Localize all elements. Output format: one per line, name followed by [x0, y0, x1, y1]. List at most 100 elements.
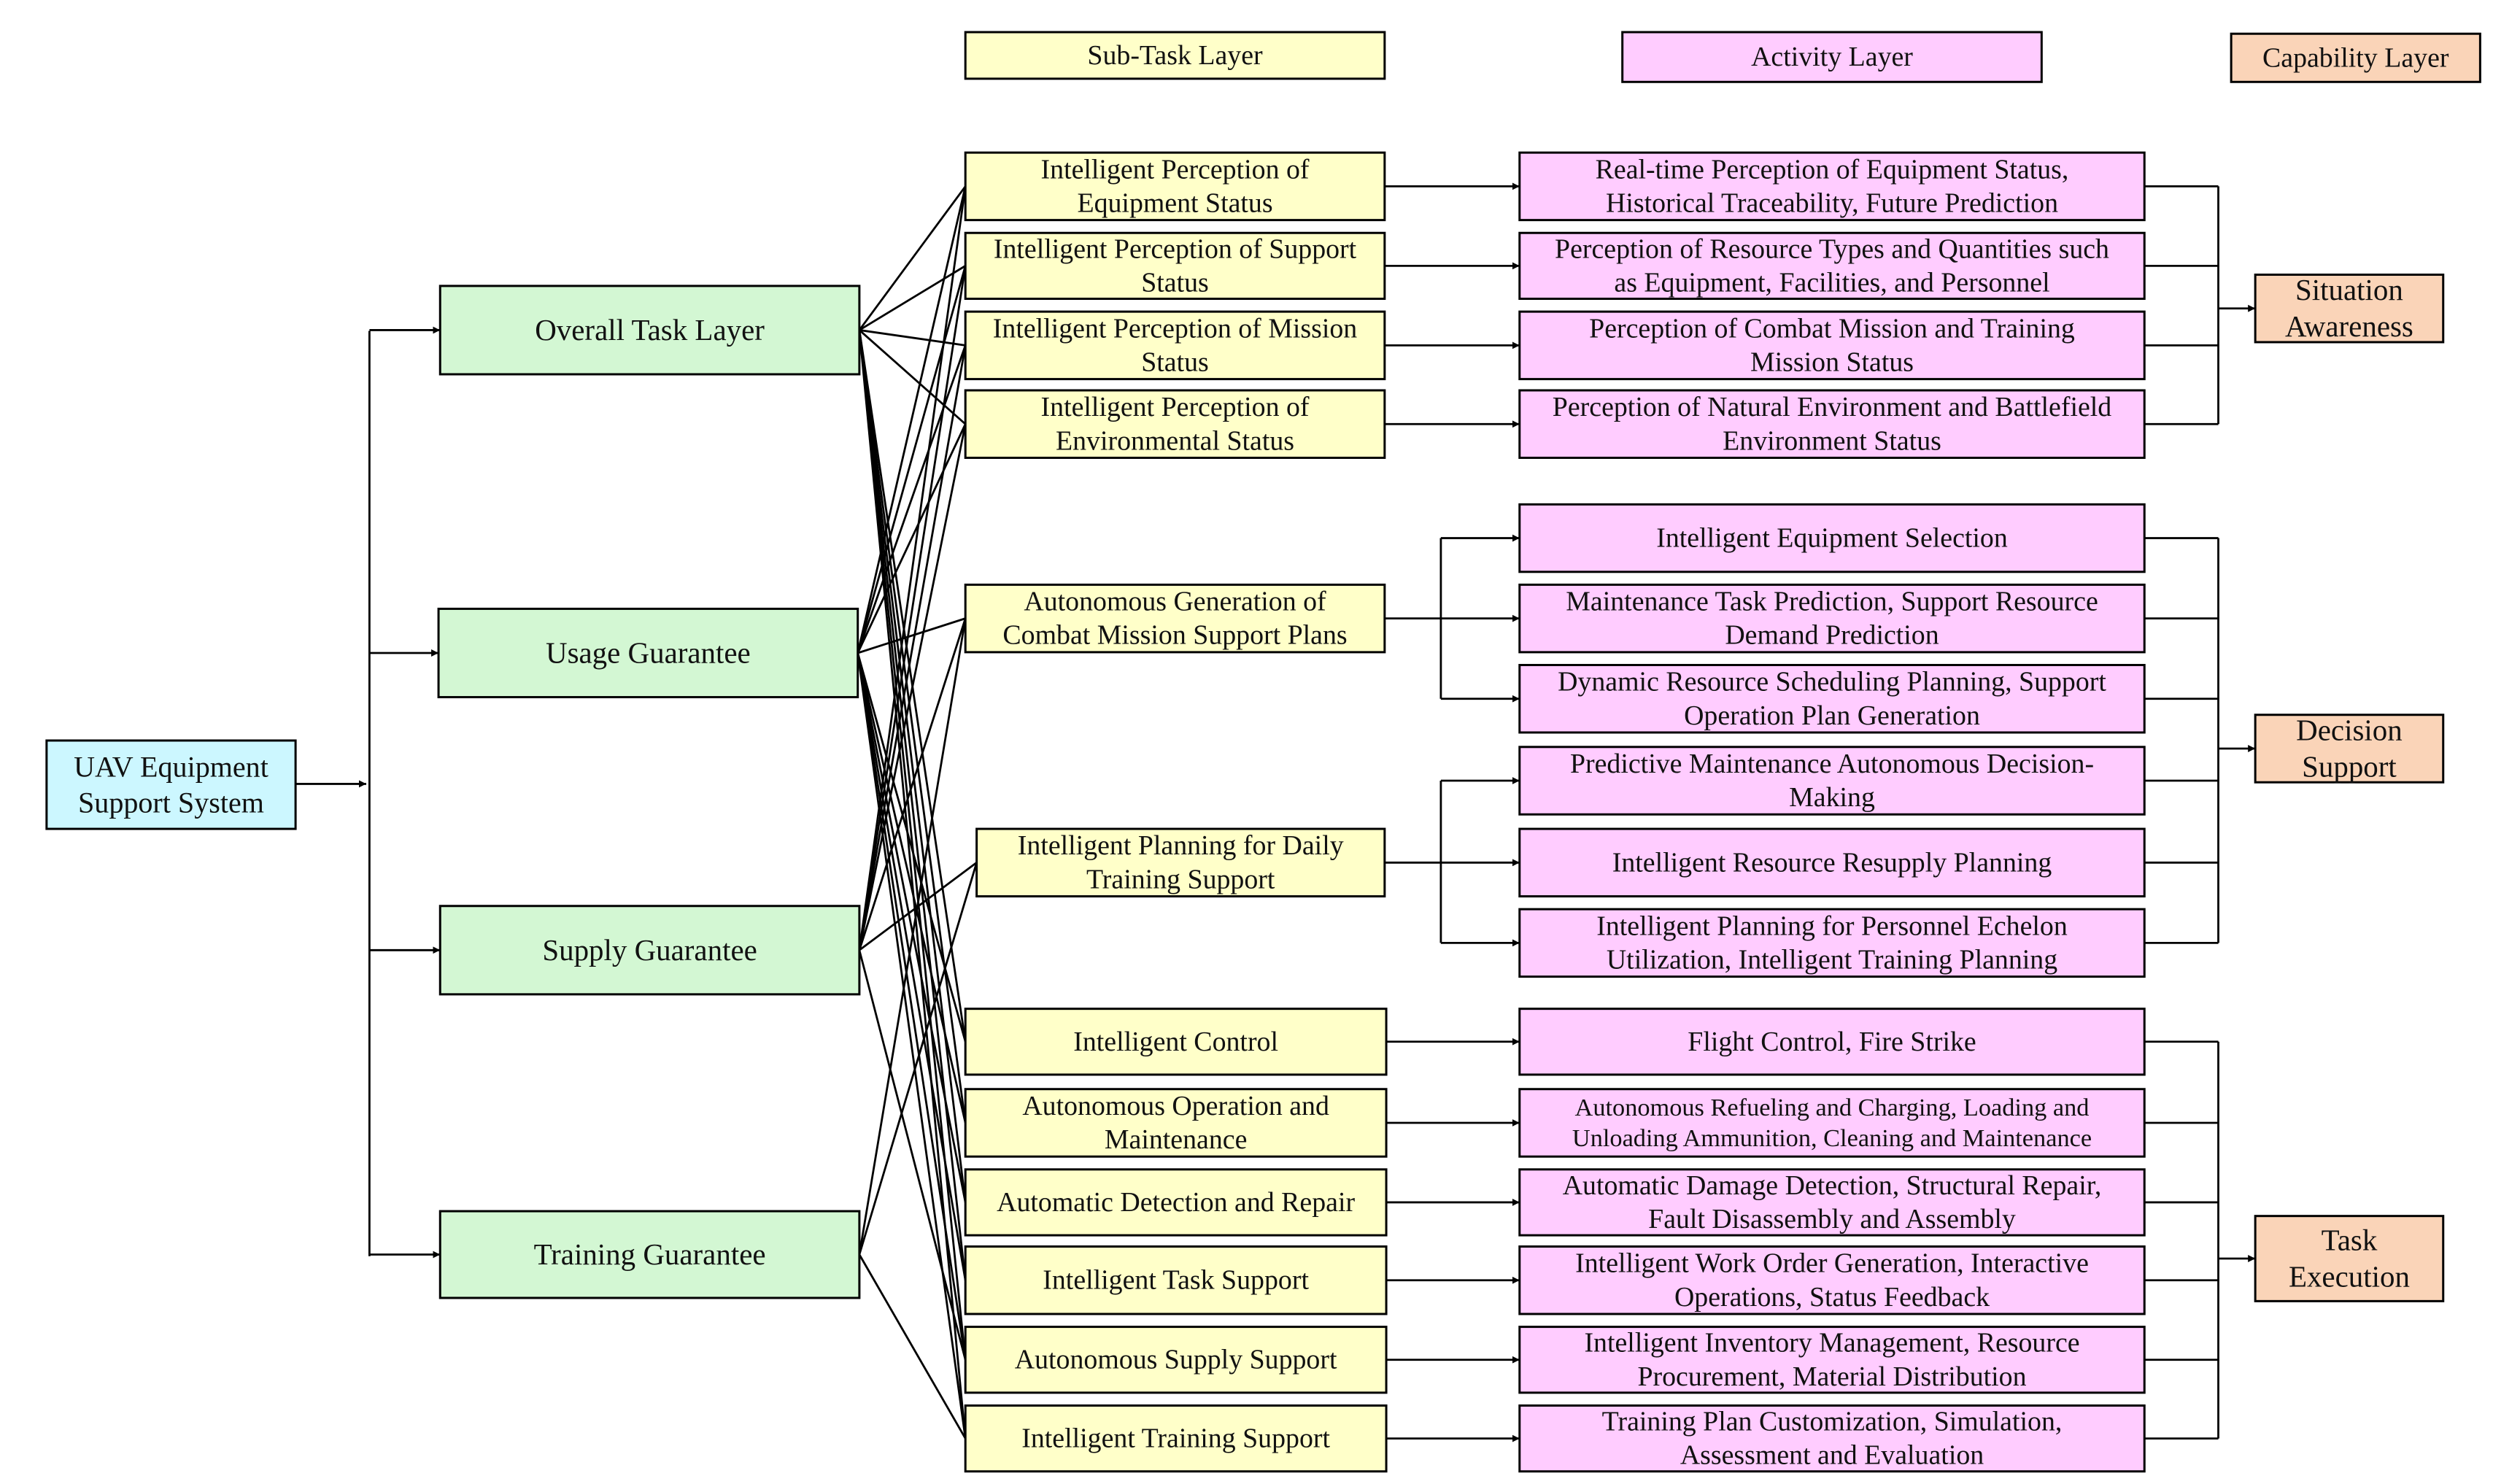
capability-node-1-label-2: Awareness: [2285, 310, 2413, 343]
subtask-node-12-rect: [964, 1404, 1388, 1473]
header-activity-layer: Activity Layer: [1621, 31, 2043, 83]
activity-node-2: Perception of Resource Types and Quantit…: [1518, 231, 2146, 301]
activity-node-3: Perception of Combat Mission and Trainin…: [1518, 310, 2146, 381]
subtask-node-2-label-2: Status: [1141, 267, 1209, 298]
task-node-supply-rect: [438, 905, 861, 996]
activity-node-2-label-2: as Equipment, Facilities, and Personnel: [1614, 267, 2049, 298]
activity-node-13: Automatic Damage Detection, Structural R…: [1518, 1168, 2146, 1237]
header-capability-layer: Capability Layer: [2230, 32, 2481, 83]
root-node-label-1: UAV Equipment: [74, 751, 268, 784]
activity-node-4-label-1: Perception of Natural Environment and Ba…: [1553, 392, 2111, 422]
capability-node-1-rect: [2254, 273, 2445, 344]
activity-node-12-label-1: Autonomous Refueling and Charging, Loadi…: [1575, 1094, 2090, 1121]
activity-node-8-label-2: Making: [1789, 782, 1875, 813]
capability-node-3-label-2: Execution: [2289, 1260, 2410, 1293]
header-activity-layer-rect: [1621, 31, 2043, 83]
fan-supply-to-subtask-2: [858, 266, 967, 951]
subtask-node-9-label-1: Automatic Detection and Repair: [997, 1187, 1355, 1218]
activity-node-6: Maintenance Task Prediction, Support Res…: [1518, 583, 2146, 654]
subtask-node-4-rect: [964, 389, 1386, 459]
activity-node-2-rect: [1518, 231, 2146, 301]
fan-usage-to-subtask-2: [857, 266, 967, 654]
task-node-overall: Overall Task Layer: [438, 285, 861, 376]
fan-overall-to-subtask-2: [859, 265, 966, 331]
fan-overall-to-subtask-8: [858, 330, 967, 1124]
activity-node-16-label-1: Training Plan Customization, Simulation,: [1602, 1407, 2063, 1437]
fan-supply-to-subtask-3: [858, 345, 967, 951]
subtask-node-11: Autonomous Supply Support: [964, 1326, 1388, 1394]
task-node-overall-label-1: Overall Task Layer: [535, 314, 765, 347]
activity-node-15-label-2: Procurement, Material Distribution: [1637, 1361, 2026, 1392]
task-node-supply-label-1: Supply Guarantee: [542, 934, 757, 967]
activity-node-7-rect: [1518, 663, 2146, 734]
capability-node-2-label-2: Support: [2302, 750, 2397, 783]
subtask-node-10-rect: [964, 1245, 1388, 1315]
activity-node-10-label-2: Utilization, Intelligent Training Planni…: [1607, 944, 2057, 975]
activity-node-14-rect: [1518, 1245, 2146, 1315]
fan-usage-to-subtask-4: [857, 423, 967, 654]
subtask-node-4-label-2: Environmental Status: [1056, 425, 1294, 456]
subtask-node-3-rect: [964, 310, 1386, 381]
subtask-node-3-label-2: Status: [1141, 347, 1209, 377]
fan-training-to-subtask-12: [858, 1253, 967, 1439]
activity-node-16: Training Plan Customization, Simulation,…: [1518, 1404, 2146, 1473]
activity-node-13-label-1: Automatic Damage Detection, Structural R…: [1563, 1170, 2102, 1201]
subtask-node-10-label-1: Intelligent Task Support: [1043, 1265, 1309, 1296]
fan-overall-to-subtask-12: [858, 330, 967, 1439]
activity-node-1-label-2: Historical Traceability, Future Predicti…: [1606, 188, 2058, 218]
subtask-node-6-label-1: Intelligent Planning for Daily: [1018, 830, 1344, 861]
fan-training-to-subtask-5: [858, 618, 967, 1255]
task-node-usage-label-1: Usage Guarantee: [546, 636, 751, 669]
header-activity-layer-label-1: Activity Layer: [1751, 42, 1913, 72]
activity-node-4: Perception of Natural Environment and Ba…: [1518, 389, 2146, 459]
fan-overall-to-subtask-4: [858, 329, 967, 425]
activity-node-15: Intelligent Inventory Management, Resour…: [1518, 1326, 2146, 1394]
activity-node-7-label-2: Operation Plan Generation: [1684, 700, 1980, 731]
fan-overall-to-subtask-11: [858, 330, 967, 1360]
fan-training-to-subtask-6: [858, 862, 978, 1255]
activity-node-15-label-1: Intelligent Inventory Management, Resour…: [1584, 1328, 2079, 1359]
subtask-node-5-label-1: Autonomous Generation of: [1024, 587, 1326, 617]
fan-overall-to-subtask-3: [859, 329, 966, 347]
activity-node-14-label-1: Intelligent Work Order Generation, Inter…: [1575, 1248, 2089, 1279]
subtask-node-3-label-1: Intelligent Perception of Mission: [993, 313, 1358, 344]
capability-node-3-label-1: Task: [2322, 1224, 2378, 1257]
activity-node-6-label-2: Demand Prediction: [1725, 620, 1939, 651]
fan-usage-to-subtask-9: [857, 652, 967, 1203]
capability-node-3-rect: [2254, 1215, 2445, 1302]
activity-node-1: Real-time Perception of Equipment Status…: [1518, 151, 2146, 222]
activity-node-6-rect: [1518, 583, 2146, 654]
activity-node-4-label-2: Environment Status: [1723, 425, 1941, 456]
activity-node-1-label-1: Real-time Perception of Equipment Status…: [1596, 154, 2069, 185]
activity-node-1-rect: [1518, 151, 2146, 222]
capability-node-2-rect: [2254, 714, 2445, 784]
fan-overall-to-subtask-10: [858, 330, 967, 1280]
activity-node-10-label-1: Intelligent Planning for Personnel Echel…: [1596, 911, 2068, 941]
connector-lines: [295, 182, 2256, 1442]
task-node-supply: Supply Guarantee: [438, 905, 861, 996]
subtask-node-5-label-2: Combat Mission Support Plans: [1002, 620, 1347, 651]
fan-usage-to-subtask-1: [857, 186, 967, 654]
subtask-node-2-rect: [964, 231, 1386, 301]
subtask-node-11-label-1: Autonomous Supply Support: [1015, 1345, 1337, 1375]
activity-node-9: Intelligent Resource Resupply Planning: [1518, 827, 2146, 898]
root-node-label-2: Support System: [78, 786, 264, 819]
subtask-node-7-rect: [964, 1008, 1388, 1076]
task-node-usage-rect: [437, 607, 859, 699]
activity-node-6-label-1: Maintenance Task Prediction, Support Res…: [1566, 587, 2098, 617]
task-node-usage: Usage Guarantee: [437, 607, 859, 699]
activity-node-5-label-1: Intelligent Equipment Selection: [1656, 523, 2008, 554]
activity-node-3-rect: [1518, 310, 2146, 381]
activity-node-11-rect: [1518, 1008, 2146, 1076]
fan-overall-to-subtask-1: [858, 185, 967, 331]
fan-usage-to-subtask-11: [857, 652, 967, 1360]
activity-node-9-label-1: Intelligent Resource Resupply Planning: [1612, 847, 2052, 878]
header-capability-layer-rect: [2230, 32, 2481, 83]
activity-node-12-label-2: Unloading Ammunition, Cleaning and Maint…: [1572, 1124, 2092, 1152]
